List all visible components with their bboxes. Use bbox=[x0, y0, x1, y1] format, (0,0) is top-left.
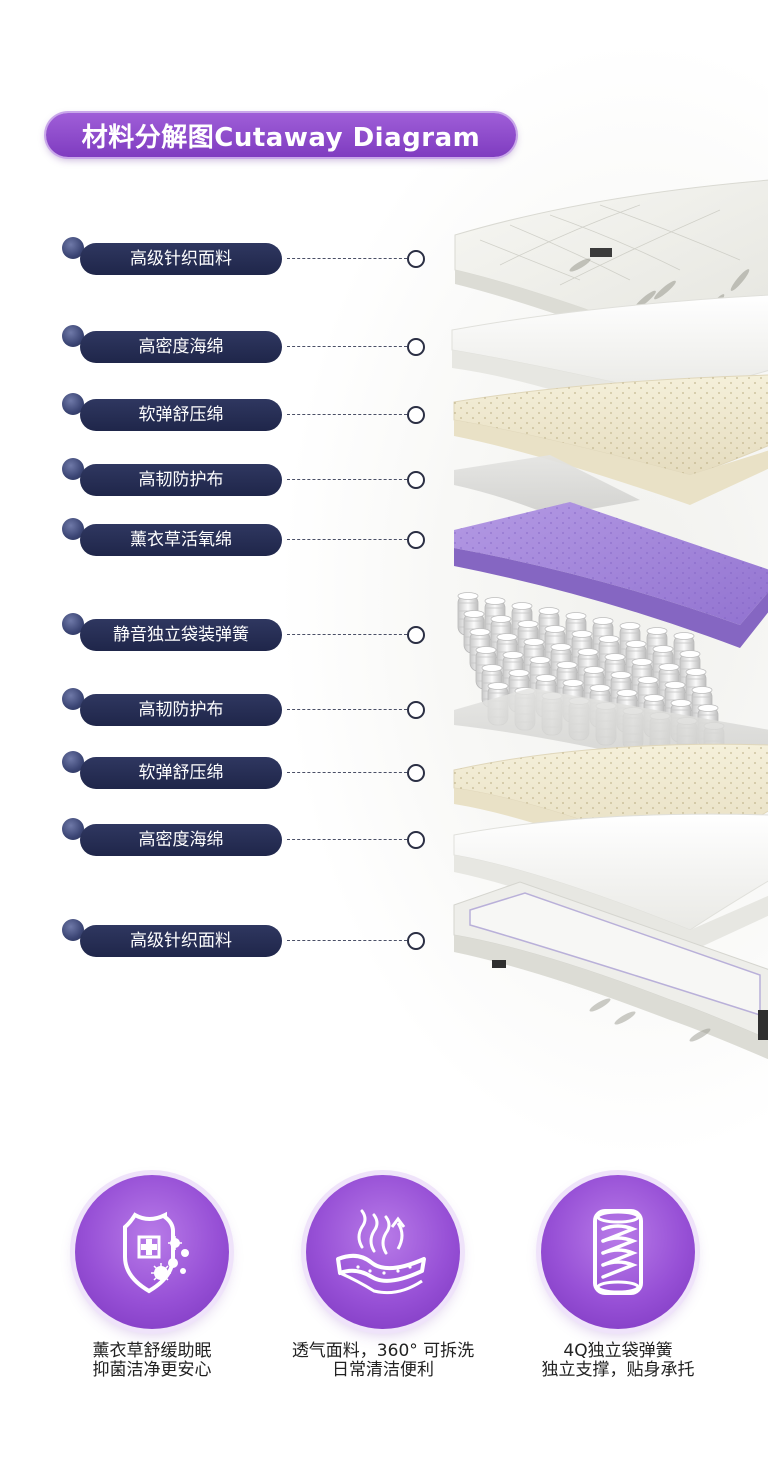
feature-caption-line2: 独立支撑，贴身承托 bbox=[541, 1360, 695, 1380]
breathable-fabric-icon bbox=[336, 1209, 426, 1295]
callout-ring-icon bbox=[407, 701, 425, 719]
layer-label: 高密度海绵 bbox=[80, 331, 282, 363]
leader-line bbox=[287, 258, 407, 259]
callout-ring-icon bbox=[407, 831, 425, 849]
layer-pocket-springs bbox=[457, 592, 725, 766]
bullet-dot-icon bbox=[62, 818, 84, 840]
leader-line bbox=[287, 346, 407, 347]
layer-lavender-foam bbox=[454, 502, 768, 648]
callout-ring-icon bbox=[407, 406, 425, 424]
layer-label-row: 高级针织面料 bbox=[0, 919, 440, 959]
layer-bottom-knit-fabric bbox=[453, 881, 768, 1060]
callout-ring-icon bbox=[407, 471, 425, 489]
bullet-dot-icon bbox=[62, 325, 84, 347]
feature-caption-line2: 抑菌洁净更安心 bbox=[92, 1360, 212, 1380]
layer-label: 静音独立袋装弹簧 bbox=[80, 619, 282, 651]
feature-antibacterial: 薰衣草舒缓助眠 抑菌洁净更安心 bbox=[40, 1175, 260, 1395]
leader-line bbox=[287, 772, 407, 773]
leader-line bbox=[287, 940, 407, 941]
layer-soft-comfort-foam bbox=[453, 374, 768, 505]
feature-pocket-spring: 4Q独立袋弹簧 独立支撑，贴身承托 bbox=[506, 1175, 726, 1395]
layer-label-row: 高密度海绵 bbox=[0, 818, 440, 858]
leader-line bbox=[287, 414, 407, 415]
layer-label: 高级针织面料 bbox=[80, 243, 282, 275]
callout-ring-icon bbox=[407, 764, 425, 782]
callout-ring-icon bbox=[407, 932, 425, 950]
leader-line bbox=[287, 709, 407, 710]
callout-ring-icon bbox=[407, 250, 425, 268]
feature-caption-line1: 4Q独立袋弹簧 bbox=[563, 1341, 673, 1361]
page-title: 材料分解图Cutaway Diagram bbox=[46, 113, 516, 157]
layer-label: 高韧防护布 bbox=[80, 694, 282, 726]
leader-line bbox=[287, 839, 407, 840]
layer-protective-fabric bbox=[454, 455, 640, 515]
layer-label: 高级针织面料 bbox=[80, 925, 282, 957]
bullet-dot-icon bbox=[62, 613, 84, 635]
feature-caption-line1: 薰衣草舒缓助眠 bbox=[92, 1341, 212, 1361]
layer-label: 高密度海绵 bbox=[80, 824, 282, 856]
feature-badge bbox=[541, 1175, 695, 1329]
feature-badge bbox=[75, 1175, 229, 1329]
feature-caption-line1: 透气面料，360° 可拆洗 bbox=[291, 1341, 475, 1361]
bullet-dot-icon bbox=[62, 518, 84, 540]
mattress-cutaway-illustration bbox=[451, 179, 768, 1060]
leader-line bbox=[287, 479, 407, 480]
layer-label: 软弹舒压绵 bbox=[80, 757, 282, 789]
bullet-dot-icon bbox=[62, 237, 84, 259]
feature-caption-line2: 日常清洁便利 bbox=[332, 1360, 434, 1380]
layer-label-row: 软弹舒压绵 bbox=[0, 393, 440, 433]
bullet-dot-icon bbox=[62, 688, 84, 710]
leader-line bbox=[287, 634, 407, 635]
bullet-dot-icon bbox=[62, 919, 84, 941]
layer-label-row: 高密度海绵 bbox=[0, 325, 440, 365]
antibacterial-shield-icon bbox=[123, 1211, 189, 1294]
bullet-dot-icon bbox=[62, 458, 84, 480]
leader-line bbox=[287, 539, 407, 540]
bullet-dot-icon bbox=[62, 751, 84, 773]
callout-ring-icon bbox=[407, 531, 425, 549]
feature-caption: 4Q独立袋弹簧 独立支撑，贴身承托 bbox=[506, 1342, 730, 1380]
layer-label: 薰衣草活氧绵 bbox=[80, 524, 282, 556]
layer-label: 高韧防护布 bbox=[80, 464, 282, 496]
layer-high-density-foam-lower bbox=[453, 813, 768, 952]
layer-label-row: 高韧防护布 bbox=[0, 458, 440, 498]
layer-label-row: 软弹舒压绵 bbox=[0, 751, 440, 791]
feature-badge bbox=[306, 1175, 460, 1329]
feature-breathable: 透气面料，360° 可拆洗 日常清洁便利 bbox=[271, 1175, 491, 1395]
pocket-spring-icon bbox=[593, 1209, 643, 1295]
callout-ring-icon bbox=[407, 626, 425, 644]
feature-caption: 薰衣草舒缓助眠 抑菌洁净更安心 bbox=[40, 1342, 264, 1380]
layer-label-row: 高韧防护布 bbox=[0, 688, 440, 728]
callout-ring-icon bbox=[407, 338, 425, 356]
feature-caption: 透气面料，360° 可拆洗 日常清洁便利 bbox=[271, 1342, 495, 1380]
layer-label-row: 高级针织面料 bbox=[0, 237, 440, 277]
bullet-dot-icon bbox=[62, 393, 84, 415]
layer-label: 软弹舒压绵 bbox=[80, 399, 282, 431]
layer-label-row: 静音独立袋装弹簧 bbox=[0, 613, 440, 653]
layer-label-row: 薰衣草活氧绵 bbox=[0, 518, 440, 558]
